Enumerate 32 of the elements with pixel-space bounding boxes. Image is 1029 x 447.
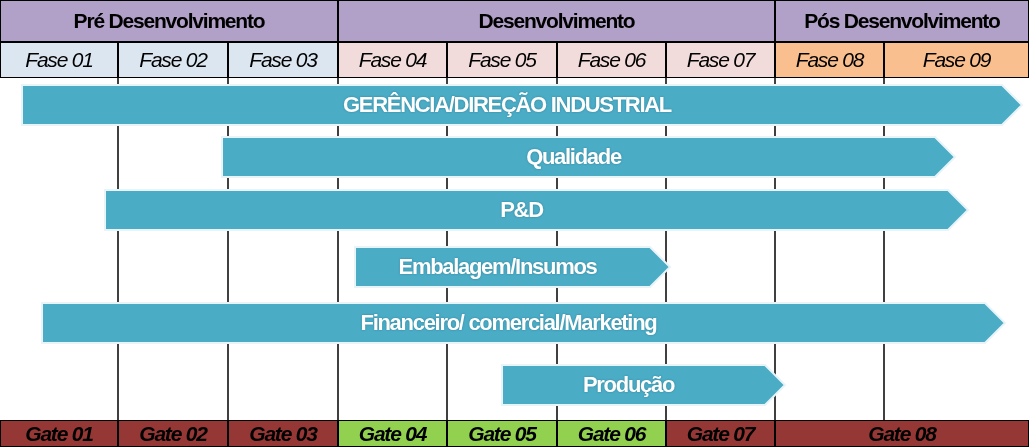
- phase-cell-label: Fase 06: [557, 42, 666, 78]
- chevron-bar: [502, 365, 785, 405]
- bar-label: Financeiro/ comercial/Marketing: [359, 309, 658, 337]
- gate-cell-label: Gate 01: [0, 420, 118, 447]
- bar-label: Qualidade: [525, 143, 623, 171]
- phase-cell-label: Fase 01: [0, 42, 118, 78]
- gate-cell-label: Gate 02: [118, 420, 228, 447]
- phase-cell-label: Fase 09: [884, 42, 1029, 78]
- bar-label: Produção: [581, 371, 676, 399]
- gate-cell-label: Gate 08: [775, 420, 1029, 447]
- gate-cell-label: Gate 04: [338, 420, 447, 447]
- gate-cell-label: Gate 06: [557, 420, 666, 447]
- phase-cell-label: Fase 05: [447, 42, 557, 78]
- phase-group-header: Pré Desenvolvimento: [0, 0, 338, 42]
- phase-cell-label: Fase 07: [666, 42, 775, 78]
- gate-cell-label: Gate 05: [447, 420, 557, 447]
- chevron-bar: [105, 190, 968, 230]
- phase-group-header: Desenvolvimento: [338, 0, 775, 42]
- phase-group-header: Pós Desenvolvimento: [775, 0, 1029, 42]
- gate-cell-label: Gate 03: [228, 420, 338, 447]
- phase-cell-label: Fase 03: [228, 42, 338, 78]
- bar-label: P&D: [499, 196, 545, 224]
- phase-cell-label: Fase 02: [118, 42, 228, 78]
- phase-cell-label: Fase 08: [775, 42, 884, 78]
- chevron-bar: [222, 137, 955, 177]
- chevron-bar: [42, 303, 1005, 343]
- bar-label: GERÊNCIA/DIREÇÃO INDUSTRIAL: [342, 91, 673, 119]
- phase-cell-label: Fase 04: [338, 42, 447, 78]
- chevron-bar: [22, 85, 1022, 125]
- gate-cell-label: Gate 07: [666, 420, 775, 447]
- bar-label: Embalagem/Insumos: [397, 253, 598, 281]
- chevron-bar: [355, 247, 670, 287]
